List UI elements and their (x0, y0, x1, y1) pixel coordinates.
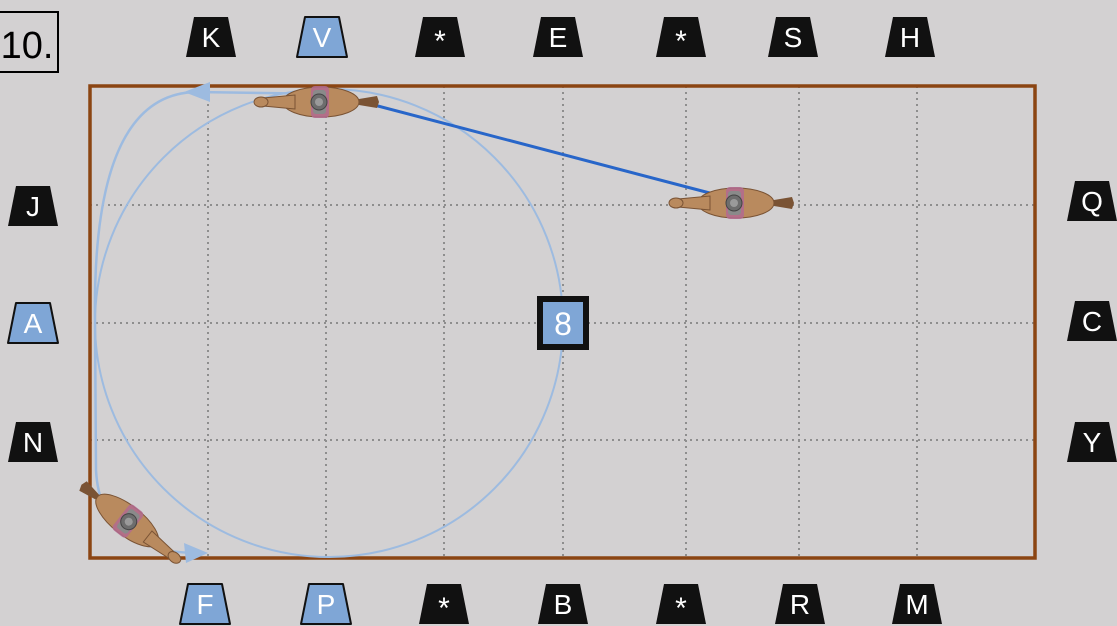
marker-top-v: V (296, 16, 348, 58)
marker-right-q: Q (1067, 181, 1117, 221)
marker-label: V (313, 22, 332, 53)
arrowhead-icon (184, 543, 208, 563)
marker-label: P (317, 589, 336, 620)
marker-shape (1067, 422, 1117, 462)
marker-shape (892, 584, 942, 624)
circle-size-badge-fill (543, 302, 583, 344)
marker-label: A (24, 308, 43, 339)
marker-top-star-2: * (415, 17, 465, 58)
marker-top-h: H (885, 17, 935, 57)
marker-shape (656, 584, 706, 624)
marker-label: K (202, 22, 221, 53)
marker-shape (885, 17, 935, 57)
exercise-number-frame (0, 11, 59, 73)
marker-bottom-m: M (892, 584, 942, 624)
marker-shape (533, 17, 583, 57)
marker-label: N (23, 427, 43, 458)
marker-bottom-star-4: * (656, 584, 706, 625)
marker-shape (656, 17, 706, 57)
marker-label: C (1082, 306, 1102, 337)
marker-shape (8, 186, 58, 226)
marker-right-c: C (1067, 301, 1117, 341)
marker-label: * (675, 25, 687, 58)
marker-label: E (549, 22, 568, 53)
marker-bottom-star-2: * (419, 584, 469, 625)
circle-size-label: 8 (554, 306, 572, 342)
marker-label: B (554, 589, 573, 620)
marker-shape (7, 302, 59, 344)
marker-left-a: A (7, 302, 59, 344)
marker-bottom-f: F (179, 583, 231, 625)
horse-and-rider-icon (668, 186, 795, 220)
marker-label: * (438, 592, 450, 625)
arena-grid (90, 86, 1035, 558)
marker-shape (179, 583, 231, 625)
marker-bottom-b: B (538, 584, 588, 624)
circle-size-badge: 8 (537, 296, 589, 350)
arrowhead-icon (184, 82, 210, 102)
marker-left-n: N (8, 422, 58, 462)
marker-shape (300, 583, 352, 625)
track-path (93, 90, 336, 555)
marker-shape (415, 17, 465, 57)
marker-label: F (196, 589, 213, 620)
marker-shape (419, 584, 469, 624)
marker-shape (8, 422, 58, 462)
marker-label: * (675, 592, 687, 625)
marker-label: R (790, 589, 810, 620)
marker-shape (296, 16, 348, 58)
marker-label: H (900, 22, 920, 53)
marker-shape (538, 584, 588, 624)
exercise-number: 10. (0, 11, 59, 73)
diagonal-line (354, 98, 726, 199)
marker-top-s: S (768, 17, 818, 57)
marker-label: J (26, 191, 40, 222)
marker-top-k: K (186, 17, 236, 57)
exercise-number-text: 10. (1, 25, 54, 67)
arena-border (88, 84, 1037, 560)
marker-bottom-p: P (300, 583, 352, 625)
marker-label: S (784, 22, 803, 53)
marker-label: Y (1083, 427, 1102, 458)
marker-shape (775, 584, 825, 624)
marker-shape (1067, 301, 1117, 341)
marker-left-j: J (8, 186, 58, 226)
marker-right-y: Y (1067, 422, 1117, 462)
marker-top-star-4: * (656, 17, 706, 58)
marker-top-e: E (533, 17, 583, 57)
marker-label: Q (1081, 186, 1103, 217)
arena-markers: K V * E * S H F P * B * R M J A N Q C Y (7, 16, 1117, 625)
marker-shape (186, 17, 236, 57)
marker-shape (1067, 181, 1117, 221)
marker-shape (768, 17, 818, 57)
arena (88, 84, 1037, 560)
marker-bottom-r: R (775, 584, 825, 624)
marker-label: M (905, 589, 928, 620)
marker-label: * (434, 25, 446, 58)
